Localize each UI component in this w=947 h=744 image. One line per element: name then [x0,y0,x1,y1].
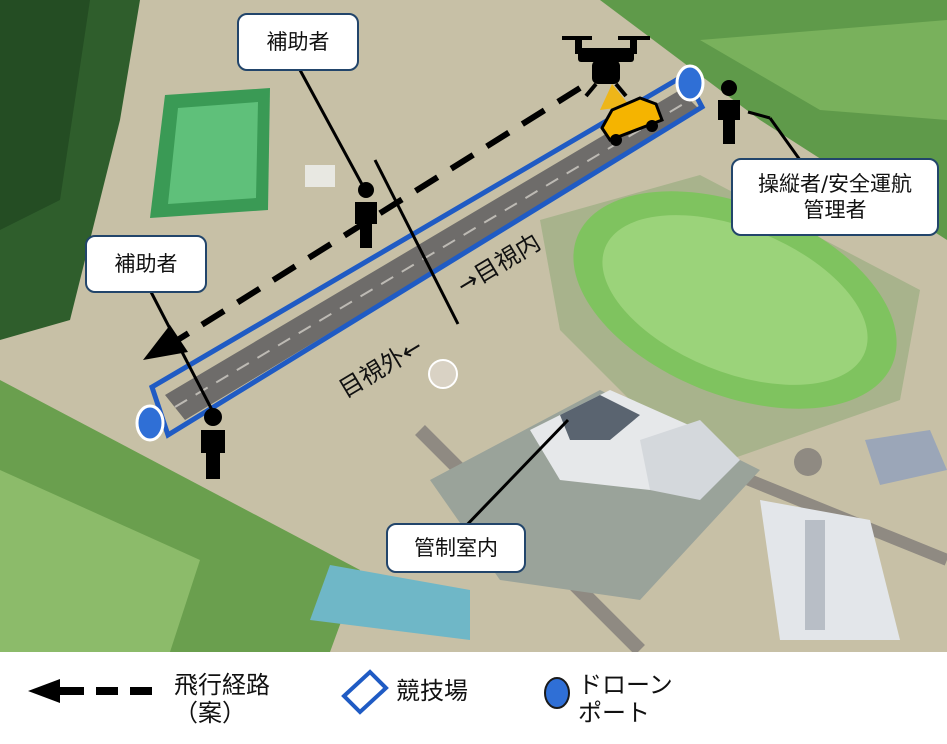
person-icon-assistant-left [201,408,225,479]
leader-line-assistant-left [148,289,214,411]
factory-tower [805,520,825,630]
control-building-roof [560,395,640,440]
farmland-strip [700,20,947,120]
legend-drone-port-symbol [544,677,570,709]
leader-line-operator [768,117,802,161]
callout-assistant-top: 補助者 [237,13,359,71]
annex-building [640,420,740,500]
car-icon [600,96,664,146]
soccer-field-inner [168,102,258,204]
legend-flight-path-label: 飛行経路 （案） [174,671,270,727]
legend-flight-path-symbol [28,679,152,703]
callout-operator: 操縦者/安全運航 管理者 [731,158,939,236]
sensor-cone [600,84,630,110]
person-icon-operator [718,80,740,144]
warehouse [865,430,947,485]
helipad [428,359,458,389]
legend-venue-symbol [341,669,389,715]
legend-venue-label: 競技場 [396,677,468,705]
farmland-bottom-light [0,470,200,652]
pond [310,565,470,640]
aerial-site-map [0,0,947,652]
drone-port-right [675,64,705,102]
stadium-field-inner [602,215,868,385]
small-building [305,165,335,187]
runway [165,90,700,420]
forest-dark [0,0,90,230]
visual-boundary-line [373,159,460,325]
roundabout [794,448,822,476]
callout-assistant-left: 補助者 [85,235,207,293]
legend-drone-port-label: ドローン ポート [578,671,673,727]
leader-line-operator-a [747,110,771,120]
drone-port-left [135,404,165,442]
flight-path-arrowhead [143,325,188,360]
drone-icon [562,36,650,98]
callout-control-room: 管制室内 [386,523,526,573]
factory [760,500,900,640]
runway-centerline [174,99,691,408]
leader-line-control-room [460,418,570,532]
leader-line-assistant-top [298,69,366,189]
